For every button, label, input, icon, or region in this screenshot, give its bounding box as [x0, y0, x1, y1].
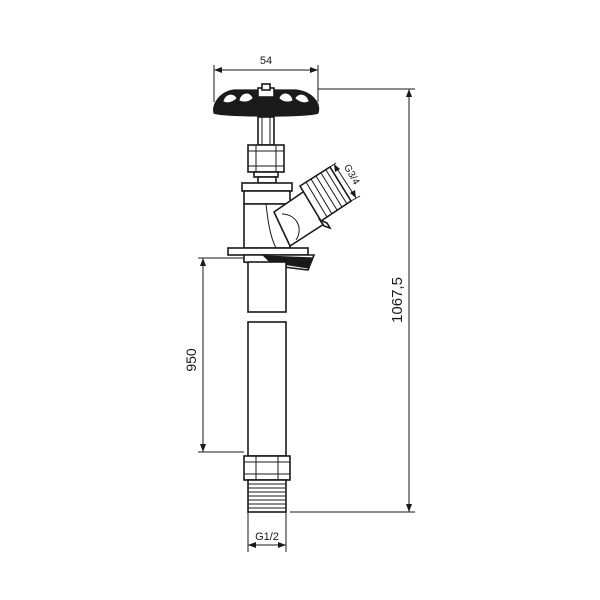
valve-stem [257, 116, 275, 146]
pipe-upper [247, 261, 287, 313]
packing-nut [247, 144, 285, 178]
dimension-inlet-thread: G1/2 [247, 512, 287, 552]
dimension-handle-width: 54 [213, 55, 319, 102]
inlet-hex-nut [243, 455, 291, 481]
handwheel [213, 83, 320, 117]
outlet-thread-label: G3/4 [341, 163, 362, 188]
bonnet [241, 176, 293, 205]
dimension-pipe-length: 950 [183, 257, 244, 453]
dimension-total-height: 1067,5 [290, 88, 415, 513]
total-height-label: 1067,5 [389, 277, 406, 323]
inlet-thread [247, 479, 287, 513]
pipe-lower [247, 321, 287, 457]
handle-width-label: 54 [260, 55, 272, 67]
inlet-thread-label: G1/2 [255, 531, 279, 543]
outlet-spout [272, 165, 353, 248]
pipe-length-label: 950 [183, 348, 199, 372]
